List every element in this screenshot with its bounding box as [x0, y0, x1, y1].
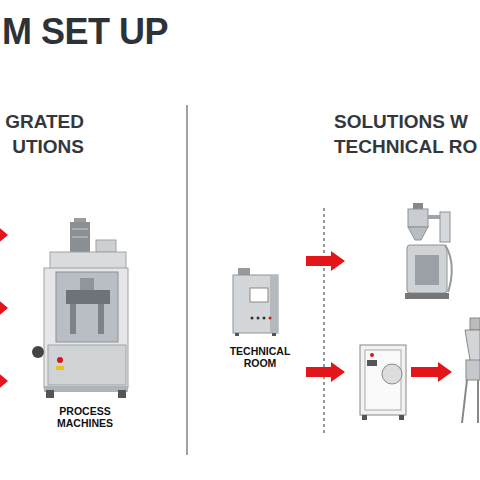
- dryer-display: [367, 360, 377, 366]
- base: [44, 386, 128, 392]
- guard-window: [56, 272, 118, 342]
- motor: [70, 222, 90, 252]
- loader-cap: [413, 203, 423, 209]
- loader-base: [405, 293, 449, 299]
- red-arrow: [0, 298, 8, 318]
- stand-leg: [477, 380, 479, 423]
- motor-rib: [72, 236, 88, 238]
- dryer-lamp: [370, 353, 374, 357]
- column-heading: SOLUTIONS W TECHNICAL RO: [334, 110, 480, 159]
- cabinet-side: [270, 275, 278, 333]
- column: [70, 304, 76, 334]
- loader-body: [407, 245, 447, 293]
- hopper-stand: [462, 318, 480, 423]
- button: [269, 317, 272, 320]
- red-arrow: [411, 362, 452, 382]
- dryer-body: [360, 345, 406, 415]
- cone: [408, 227, 428, 240]
- page-title: M SET UP: [2, 14, 168, 50]
- red-arrow: [306, 251, 345, 271]
- button: [257, 317, 260, 320]
- cabinet-cap: [238, 268, 250, 275]
- machine-node: PROCESS MACHINES: [30, 215, 140, 430]
- button: [263, 317, 266, 320]
- hopper: [80, 278, 94, 290]
- machine-node: TECHNICAL ROOM: [212, 262, 308, 370]
- column-divider: [187, 105, 188, 455]
- column-heading: GRATED UTIONS: [0, 110, 84, 159]
- warning-plate: [56, 366, 64, 370]
- foot: [46, 390, 54, 398]
- foot: [235, 333, 239, 336]
- dashed-divider: [324, 208, 325, 436]
- column: [98, 304, 104, 334]
- stop-button: [57, 357, 63, 363]
- machine-label: TECHNICAL ROOM: [225, 345, 295, 370]
- loader-window: [415, 255, 439, 285]
- motor-rib: [72, 228, 88, 230]
- hose: [445, 245, 452, 292]
- display: [250, 288, 268, 302]
- feeder-top: [96, 240, 116, 252]
- filter: [440, 212, 450, 242]
- red-arrow: [306, 362, 345, 382]
- dryer-panel: [365, 350, 401, 410]
- technical-cabinet: [233, 268, 278, 336]
- foot: [272, 333, 276, 336]
- machine-label: PROCESS MACHINES: [48, 405, 122, 430]
- stand-leg: [462, 380, 467, 423]
- dryer-unit: [360, 345, 406, 420]
- main-body: [44, 268, 128, 388]
- foot: [118, 390, 126, 398]
- hopper-cylinder: [466, 360, 480, 380]
- button: [251, 317, 254, 320]
- hopper-top: [470, 318, 480, 330]
- cyclone: [408, 209, 428, 227]
- turret: [66, 290, 110, 304]
- tablet-press: [32, 218, 128, 398]
- dryer-fan: [382, 364, 402, 384]
- foot: [362, 415, 367, 420]
- cabinet-body: [233, 275, 278, 333]
- handwheel: [32, 346, 44, 358]
- upper-body: [50, 252, 126, 270]
- foot: [399, 415, 404, 420]
- red-arrow: [0, 225, 8, 245]
- vacuum-loader: [405, 203, 452, 299]
- red-arrow: [0, 371, 8, 391]
- lower-panel: [48, 345, 126, 385]
